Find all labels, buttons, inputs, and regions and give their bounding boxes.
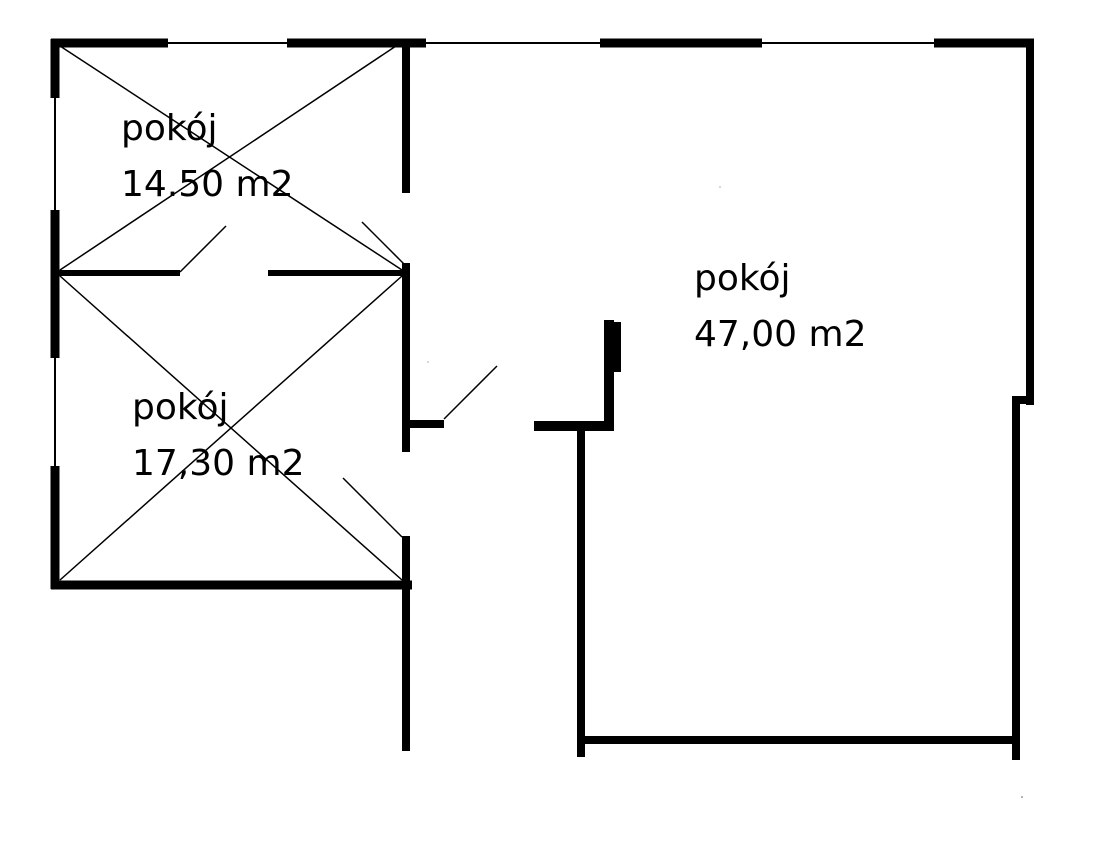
room-label-small-top: pokój 14.50 m2 — [121, 101, 293, 213]
speck — [427, 361, 429, 363]
room-name: pokój — [132, 387, 229, 428]
room-label-small-bottom: pokój 17,30 m2 — [132, 380, 304, 492]
cross-line — [59, 275, 403, 581]
room-label-large: pokój 47,00 m2 — [694, 251, 866, 363]
door-swing — [361, 221, 405, 265]
room-area: 47,00 m2 — [694, 314, 867, 355]
walls-big-room — [426, 38, 1034, 760]
door-swing — [443, 365, 498, 420]
room-name: pokój — [121, 108, 218, 149]
door-swing — [179, 225, 227, 273]
room-name: pokój — [694, 258, 791, 299]
door-swing — [342, 477, 403, 538]
doors — [179, 221, 498, 538]
speck — [719, 186, 721, 188]
room-cross-marks — [59, 45, 403, 581]
room-area: 17,30 m2 — [132, 443, 305, 484]
cross-line — [59, 45, 403, 271]
cross-line — [59, 45, 397, 271]
walls-left-block — [50, 38, 444, 751]
speck — [1021, 796, 1023, 798]
room-area: 14.50 m2 — [121, 164, 294, 205]
